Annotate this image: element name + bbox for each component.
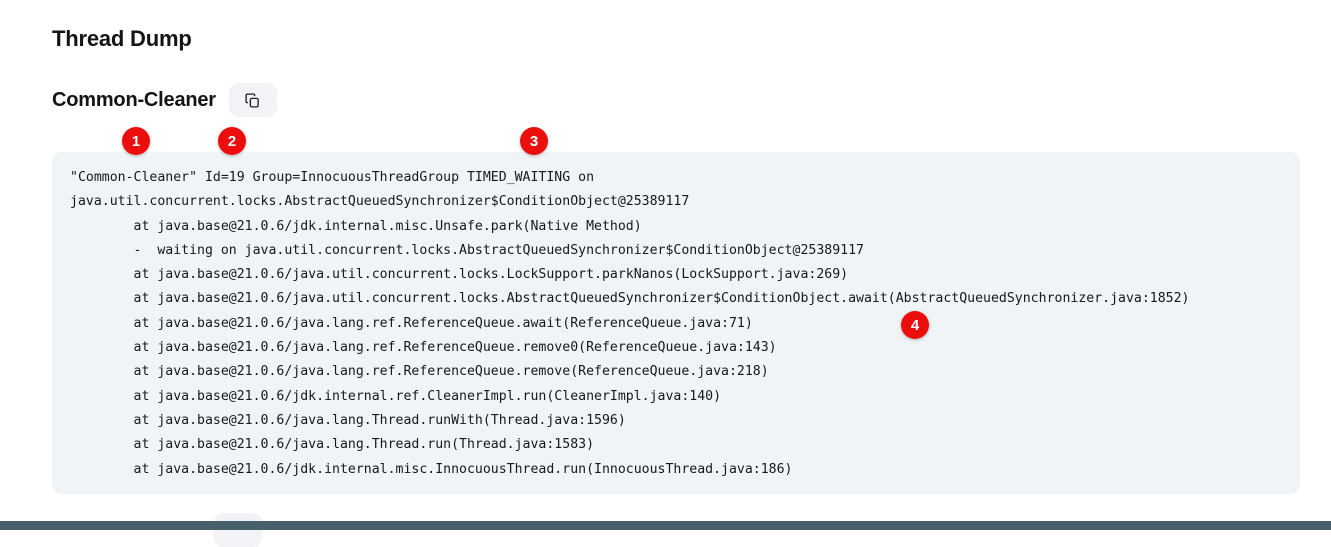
thread-dump-code-block[interactable]: "Common-Cleaner" Id=19 Group=InnocuousTh… <box>52 152 1300 494</box>
annotation-badge-1: 1 <box>122 127 150 155</box>
copy-thread-dump-button[interactable] <box>228 83 277 117</box>
annotation-badge-2: 2 <box>218 127 246 155</box>
thread-dump-text: "Common-Cleaner" Id=19 Group=InnocuousTh… <box>70 170 1190 477</box>
page-title: Thread Dump <box>52 26 192 51</box>
thread-name: Common-Cleaner <box>52 89 216 111</box>
thread-dump-page: Thread Dump Common-Cleaner "Common-Clean… <box>0 26 1331 547</box>
annotation-badge-4: 4 <box>901 311 929 339</box>
copy-icon <box>244 92 261 109</box>
thread-header: Common-Cleaner <box>52 83 277 117</box>
next-thread-copy-button-partial[interactable] <box>214 513 262 547</box>
annotation-badge-3: 3 <box>520 127 548 155</box>
bottom-bar <box>0 521 1331 530</box>
